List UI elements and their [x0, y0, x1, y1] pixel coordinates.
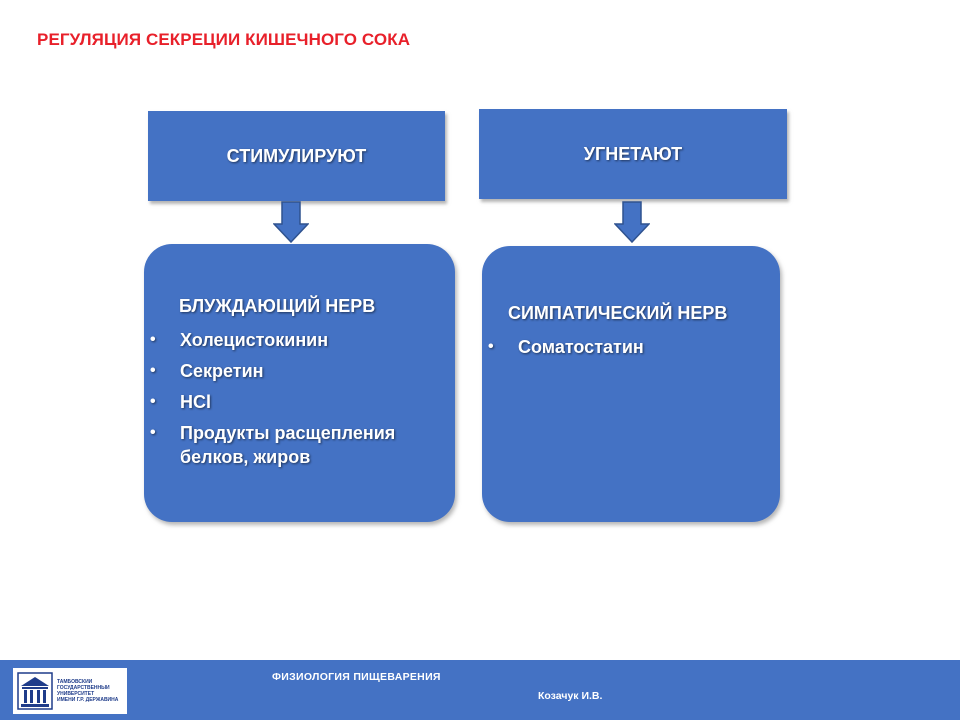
footer-bar: ТАМБОВСКИЙ ГОСУДАРСТВЕННЫЙ УНИВЕРСИТЕТ И…	[0, 660, 960, 720]
list-item-text: Продукты расщепления белков, жиров	[180, 423, 396, 467]
university-building-emblem-icon	[17, 672, 53, 710]
vagus-nerve-heading: БЛУЖДАЮЩИЙ НЕРВ	[179, 296, 376, 316]
slide-title: РЕГУЛЯЦИЯ СЕКРЕЦИИ КИШЕЧНОГО СОКА	[37, 30, 411, 49]
bullet-icon: •	[150, 424, 156, 441]
logo-line: УНИВЕРСИТЕТ	[57, 691, 95, 697]
list-item: • Холецистокинин	[150, 328, 446, 352]
university-logo: ТАМБОВСКИЙ ГОСУДАРСТВЕННЫЙ УНИВЕРСИТЕТ И…	[13, 668, 127, 714]
list-item: • HCl	[150, 390, 446, 414]
stimulate-content-box: БЛУЖДАЮЩИЙ НЕРВ • Холецистокинин • Секрети…	[144, 244, 455, 522]
list-item: • Соматостатин	[488, 335, 768, 359]
logo-line: ТАМБОВСКИЙ	[57, 679, 93, 685]
list-item-text: Секретин	[180, 361, 264, 381]
footer-subject: ФИЗИОЛОГИЯ ПИЩЕВАРЕНИЯ	[272, 671, 441, 683]
list-item: • Секретин	[150, 359, 446, 383]
list-item-text: HCl	[180, 392, 211, 412]
list-item-text: Соматостатин	[518, 337, 644, 357]
bullet-icon: •	[150, 362, 156, 379]
stimulate-header-box: СТИМУЛИРУЮТ	[148, 111, 445, 201]
bullet-icon: •	[150, 393, 156, 410]
list-item-text: Холецистокинин	[180, 330, 329, 350]
down-arrow-icon	[273, 201, 309, 243]
footer-author: Козачук И.В.	[538, 690, 603, 702]
stimulate-header-label: СТИМУЛИРУЮТ	[226, 145, 367, 166]
university-name: ТАМБОВСКИЙ ГОСУДАРСТВЕННЫЙ УНИВЕРСИТЕТ И…	[57, 679, 127, 703]
sympathetic-nerve-heading: СИМПАТИЧЕСКИЙ НЕРВ	[508, 303, 728, 323]
bullet-icon: •	[488, 338, 494, 355]
inhibit-header-box: УГНЕТАЮТ	[479, 109, 787, 199]
stimulate-list: • Холецистокинин • Секретин • HCl • Продукты…	[150, 328, 446, 476]
inhibit-list: • Соматостатин	[488, 335, 768, 366]
logo-line: ГОСУДАРСТВЕННЫЙ	[57, 685, 110, 691]
inhibit-header-label: УГНЕТАЮТ	[583, 143, 683, 164]
list-item: • Продукты расщепления белков, жиров	[150, 421, 446, 469]
bullet-icon: •	[150, 331, 156, 348]
logo-line: ИМЕНИ Г.Р. ДЕРЖАВИНА	[57, 697, 119, 703]
inhibit-content-box: СИМПАТИЧЕСКИЙ НЕРВ • Соматостатин	[482, 246, 780, 522]
down-arrow-icon	[614, 201, 650, 243]
